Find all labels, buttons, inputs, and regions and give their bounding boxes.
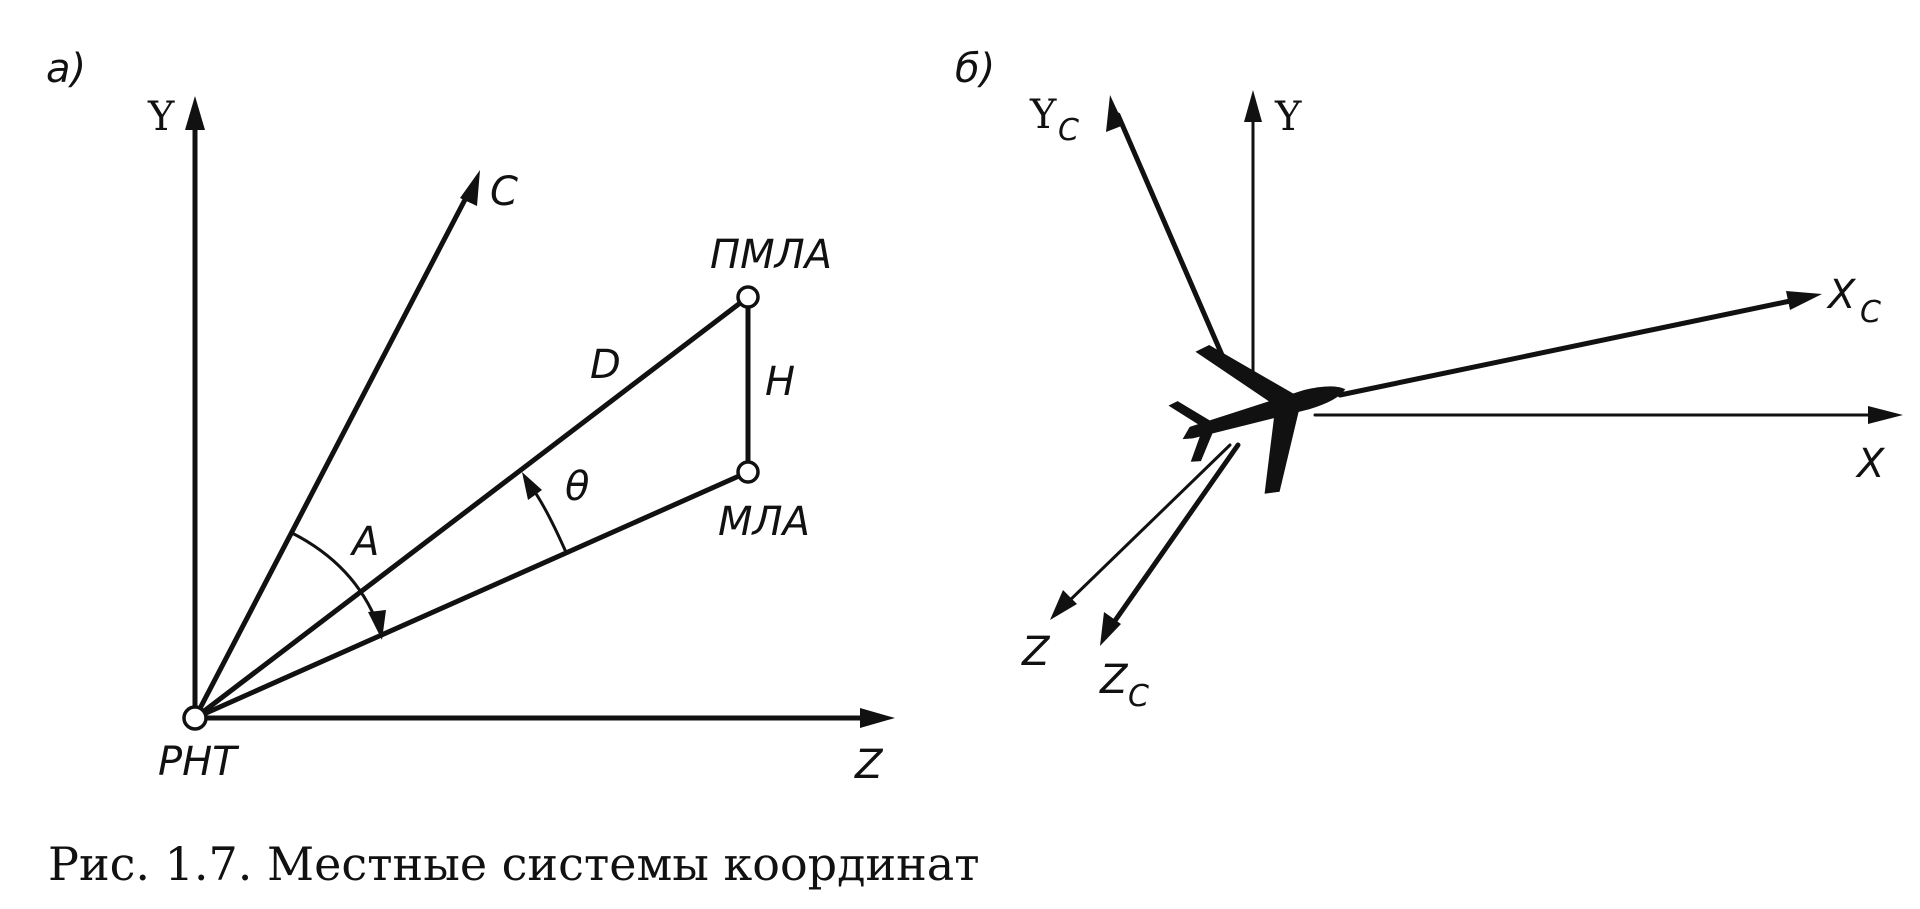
angle-a-label: A — [349, 519, 379, 565]
axis-x-label: X — [1855, 441, 1886, 487]
axis-yc-arrow — [1106, 95, 1124, 132]
axis-c-arrow — [460, 170, 480, 206]
panel-b: б) Y Y C X X C Z Z C — [955, 46, 1903, 714]
axis-zc-arrow — [1100, 612, 1121, 646]
axis-z-line-b — [1063, 443, 1232, 607]
point-rnt — [182, 705, 208, 731]
axis-yc-line — [1115, 112, 1225, 358]
axis-z-label: Z — [854, 742, 884, 788]
axis-y-label: Y — [147, 94, 175, 140]
axis-y-label-b: Y — [1274, 94, 1302, 140]
axis-c-line — [192, 187, 473, 721]
axis-zc-sub: C — [1128, 679, 1149, 714]
line-d — [192, 294, 751, 721]
axis-yc-sub: C — [1058, 113, 1079, 148]
panel-a: a) Y Z C A θ D H ПМЛА МЛА РНТ — [46, 46, 895, 788]
axis-zc-line — [1109, 442, 1241, 628]
angle-theta-arrow — [522, 472, 542, 500]
axis-y-arrow — [185, 96, 205, 130]
label-mla: МЛА — [718, 499, 810, 545]
axis-z-arrow-b — [1050, 590, 1077, 620]
aircraft-icon — [1168, 345, 1346, 494]
axis-xc-label: X — [1826, 272, 1857, 318]
axis-c-label: C — [490, 169, 518, 215]
point-mla — [736, 460, 760, 484]
axis-x-arrow — [1868, 406, 1903, 424]
point-pmla — [736, 285, 760, 309]
angle-a-arrow — [368, 610, 386, 640]
line-mla — [192, 469, 751, 721]
label-pmla: ПМЛА — [710, 232, 832, 278]
label-rnt: РНТ — [158, 739, 240, 785]
label-d: D — [590, 342, 621, 388]
axis-y-arrow-b — [1244, 90, 1262, 122]
axis-xc-arrow — [1786, 291, 1822, 310]
axis-zc-label: Z — [1099, 657, 1129, 703]
axis-z-label-b: Z — [1021, 629, 1051, 675]
axis-z-arrow — [860, 708, 895, 728]
figure-caption: Рис. 1.7. Местные системы координат — [48, 837, 980, 891]
angle-theta-label: θ — [565, 464, 589, 510]
panel-b-tag: б) — [955, 46, 995, 92]
axis-yc-label: Y — [1029, 92, 1057, 138]
label-h: H — [765, 359, 795, 405]
panel-a-tag: a) — [46, 46, 86, 92]
axis-xc-sub: C — [1860, 295, 1881, 330]
axis-xc-line — [1337, 297, 1798, 398]
